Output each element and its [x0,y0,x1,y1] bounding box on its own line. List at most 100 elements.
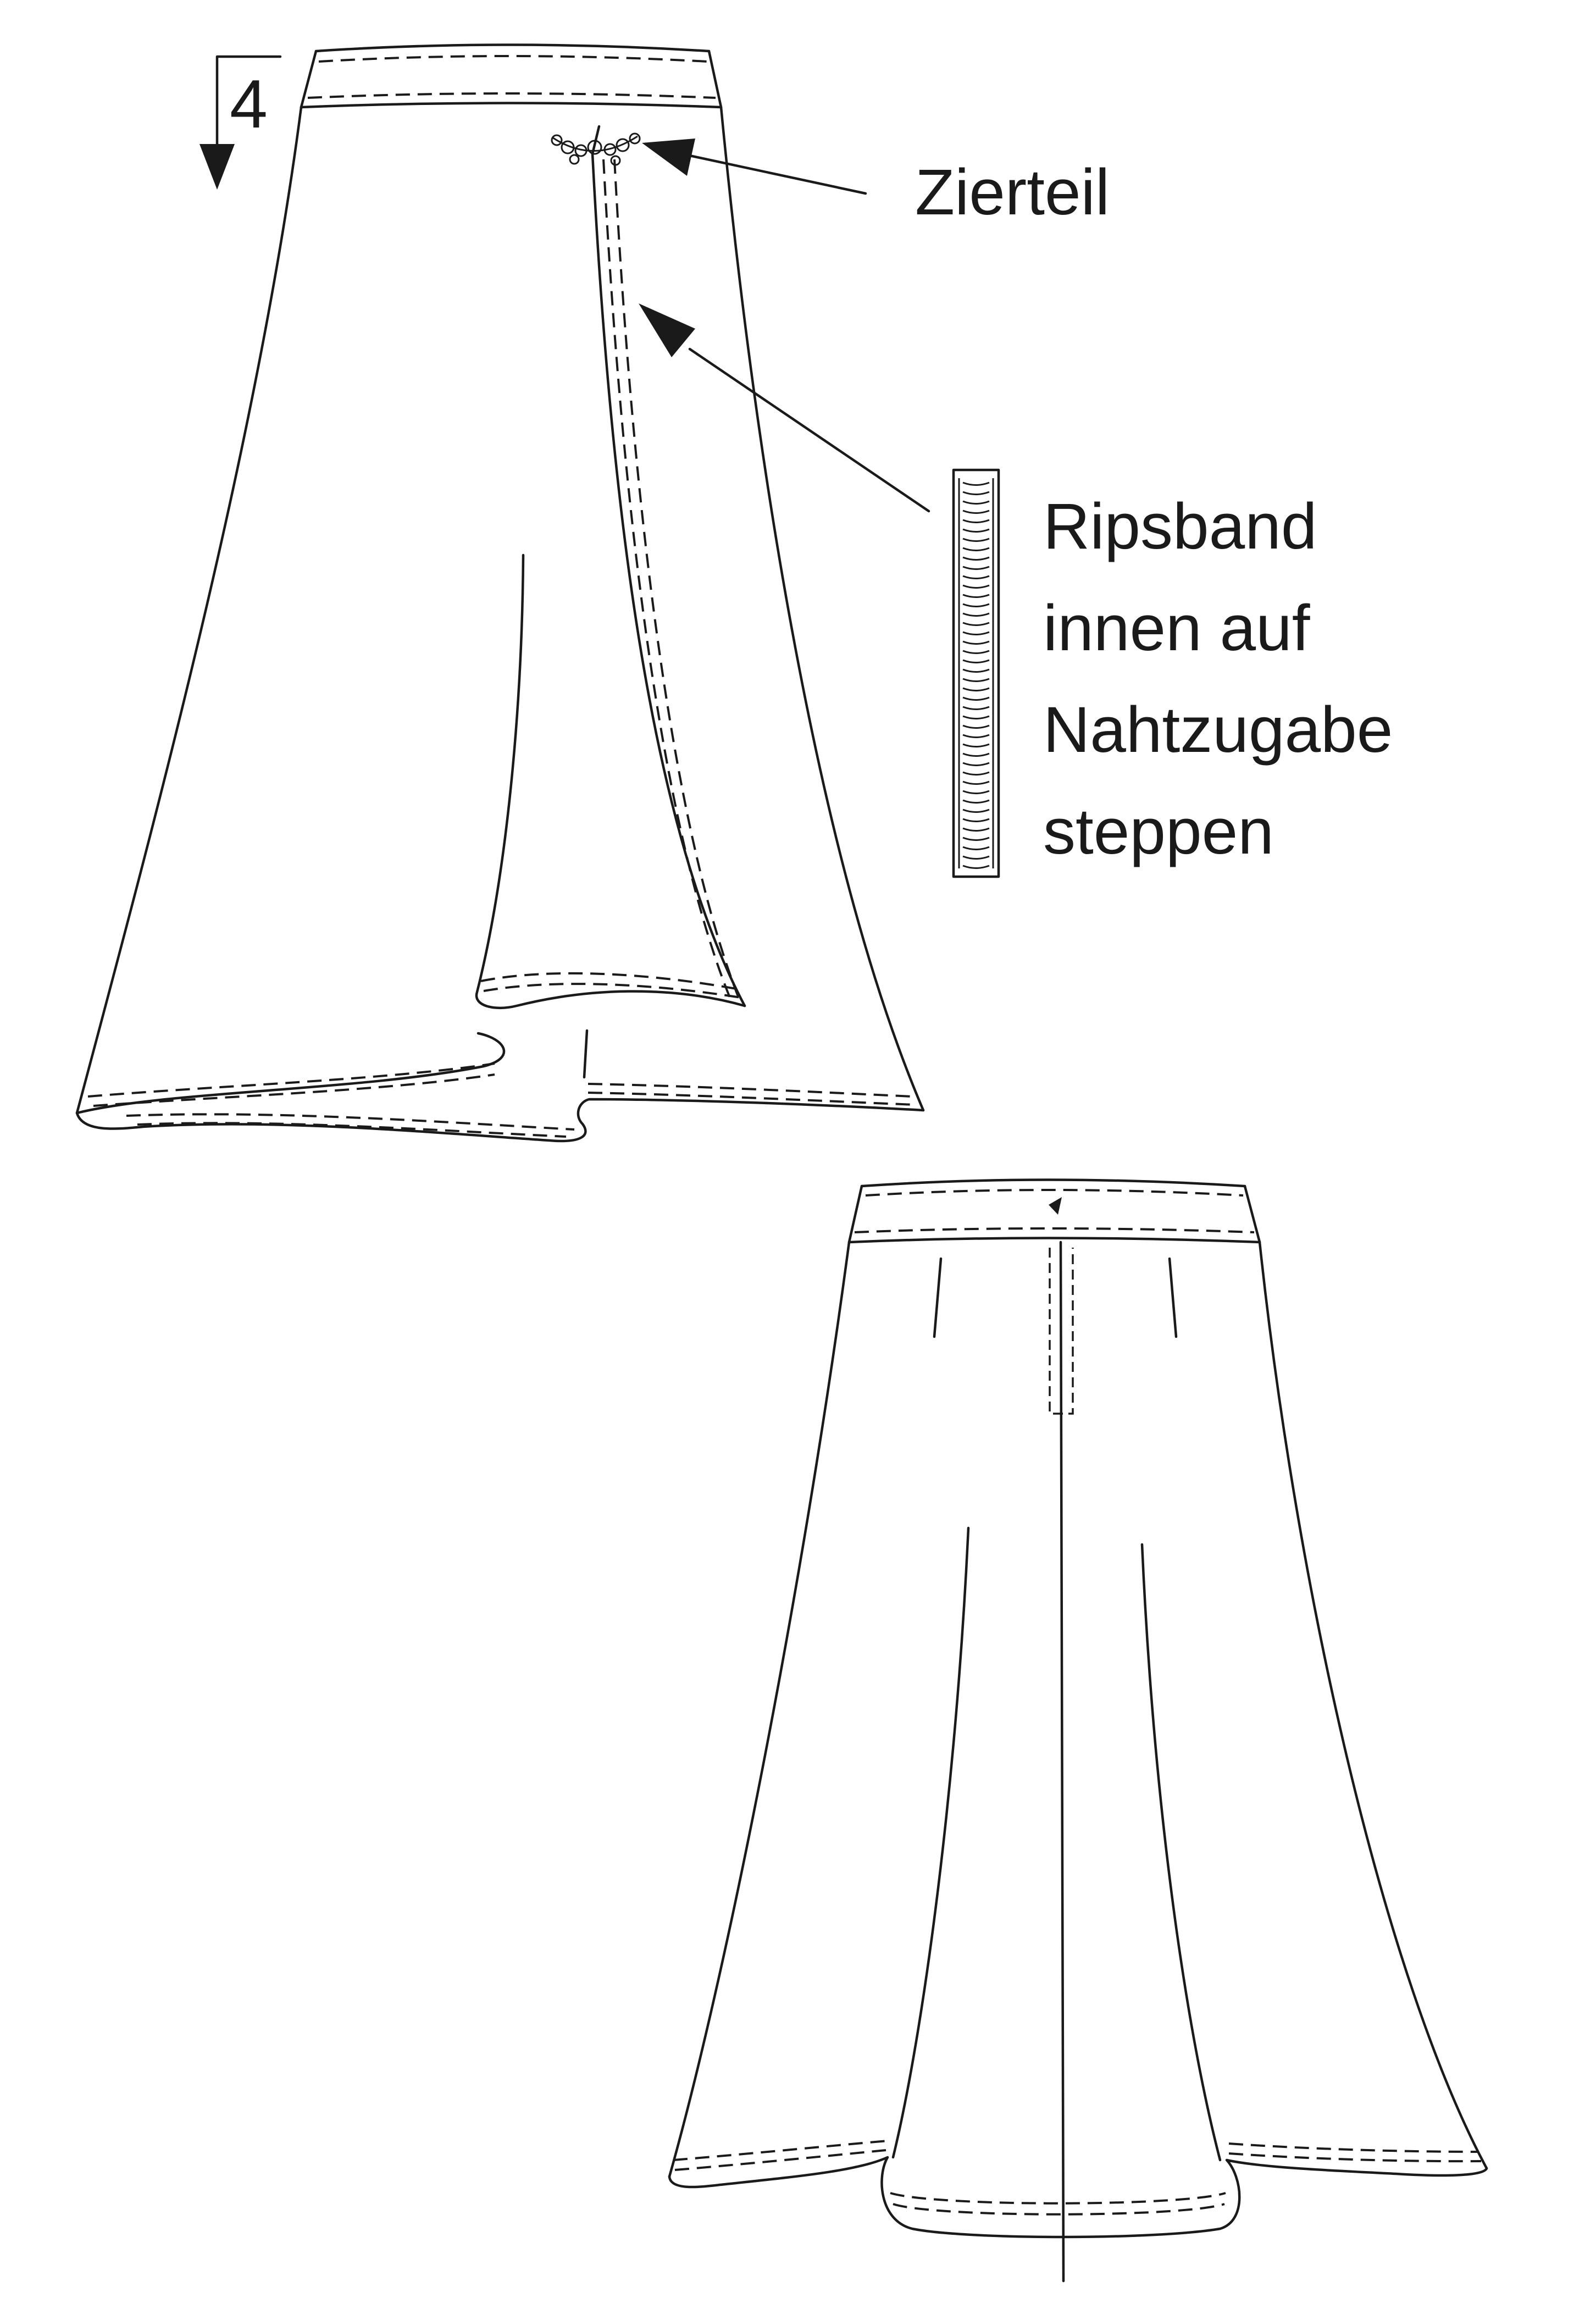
ribbon-rib [962,780,990,785]
ribbon-rib [962,865,990,869]
back-hem-stitch-left-2 [674,2149,886,2171]
ribbon-rib [962,481,990,486]
ribbon-rib [962,547,990,551]
back-waistband-stitch-top [865,1189,1244,1197]
back-hem-stitch-center-2 [893,2203,1225,2216]
back-panel-seam-left [891,1526,970,2159]
back-waistband-left-edge [847,1184,863,1244]
ribbon-rib [962,575,990,579]
arrow-down-icon [199,144,235,190]
zierteil-leader-line [685,153,867,195]
back-hem-edge [668,2156,1488,2239]
wrap-panel-stitch-2 [613,159,740,1000]
ribbon-rib [962,724,990,729]
ribbon-rib [962,687,990,691]
back-waistband-right-edge [1243,1184,1261,1244]
label-ripsband-line-4: steppen [1043,795,1274,868]
ribbon-swatch-icon [952,468,1000,878]
ribbon-rib [962,650,990,654]
ribbon-rib [962,510,990,514]
front-hem-edge [75,1098,925,1143]
step-number: 4 [230,67,268,142]
ribbon-rib [962,827,990,832]
waistband-right-edge [707,49,723,109]
ribbon-rib [962,715,990,719]
ribbon-rib [962,622,990,626]
ribbon-rib [962,706,990,710]
waistband-bottom-edge [300,102,723,109]
wrap-panel-hem-edge [475,553,746,1010]
waistband-top-edge [314,43,711,53]
skirt-front-view [75,43,930,1143]
back-hem-stitch-left-1 [673,2140,888,2161]
ripsband-arrowhead [639,303,695,357]
ribbon-rib [962,790,990,794]
back-hem-stitch-center-1 [890,2192,1226,2205]
back-dart-left [933,1257,943,1338]
under-layer-hem-edge [75,1032,506,1115]
ribbon-rib [962,668,990,673]
label-ripsband-line-2: innen auf [1043,592,1310,665]
back-waistband-stitch-bottom [854,1227,1255,1233]
front-hem-stitch-right-2 [588,1092,916,1106]
center-back-seam [1059,1241,1065,2283]
back-hem-stitch-right-2 [1228,2152,1482,2163]
back-dart-right [1168,1257,1178,1338]
ribbon-rib [962,566,990,570]
ribbon-rib [962,696,990,701]
front-hem-stitch-right-1 [588,1083,913,1098]
ribbon-rib [962,678,990,682]
ribbon-rib [962,500,990,505]
ribbon-rib [962,743,990,747]
ribbon-rib [962,799,990,804]
ribbon-rib [962,855,990,860]
wrap-panel-front-edge [591,152,746,1007]
ribbon-rib [962,846,990,850]
ripsband-label: Ripsband innen auf Nahtzugabe steppen [1043,490,1393,868]
zierteil-arrowhead [642,139,695,176]
zipper-pull [1049,1197,1062,1215]
ripsband-leader-line [688,347,930,513]
ribbon-rib [962,752,990,757]
waistband-stitch-bottom [307,92,716,99]
zipper-stitch [1049,1248,1074,1415]
ribbon-rib [962,818,990,822]
step-arrow-shaft [215,55,282,150]
waistband-left-edge [300,49,318,109]
ribbon-rib [962,762,990,766]
ribbon-rib [962,734,990,738]
back-hem-stitch-right-1 [1228,2142,1479,2153]
front-hem-stitch-lower-1 [126,1113,575,1131]
ribbon-rib [962,491,990,495]
waistband-stitch-top [318,55,708,63]
ribbon-rib [962,584,990,589]
wrap-panel-hem-stitch-2 [483,983,741,999]
front-slit-line [583,1029,589,1079]
ribbon-rib [962,771,990,776]
front-left-side-seam [75,106,303,1115]
skirt-back-view [668,1178,1488,2283]
ribbon-rib [962,612,990,617]
back-waistband-bottom-edge [847,1237,1261,1244]
ribbon-rib [962,594,990,598]
front-hem-stitch-left-1 [87,1062,495,1098]
ribbon-rib [962,640,990,645]
label-zierteil: Zierteil [915,156,1110,229]
ribbon-rib [962,528,990,533]
back-left-side-seam [668,1241,851,2178]
ribbon-rib [962,659,990,663]
label-ripsband-line-1: Ripsband [1043,490,1317,563]
ribbon-rib [962,603,990,607]
wrap-panel-stitch-1 [602,159,732,1001]
front-right-side-seam [719,106,925,1112]
ribbon-rib [962,631,990,635]
ribbon-rib [962,519,990,523]
wrap-panel-hem-stitch-1 [480,972,740,990]
back-panel-seam-right [1140,1543,1222,2162]
back-waistband-top-edge [860,1178,1246,1188]
step-indicator: 4 [199,55,282,190]
ribbon-rib [962,837,990,841]
ribbon-rib [962,538,990,542]
ornament-icon [551,132,641,166]
